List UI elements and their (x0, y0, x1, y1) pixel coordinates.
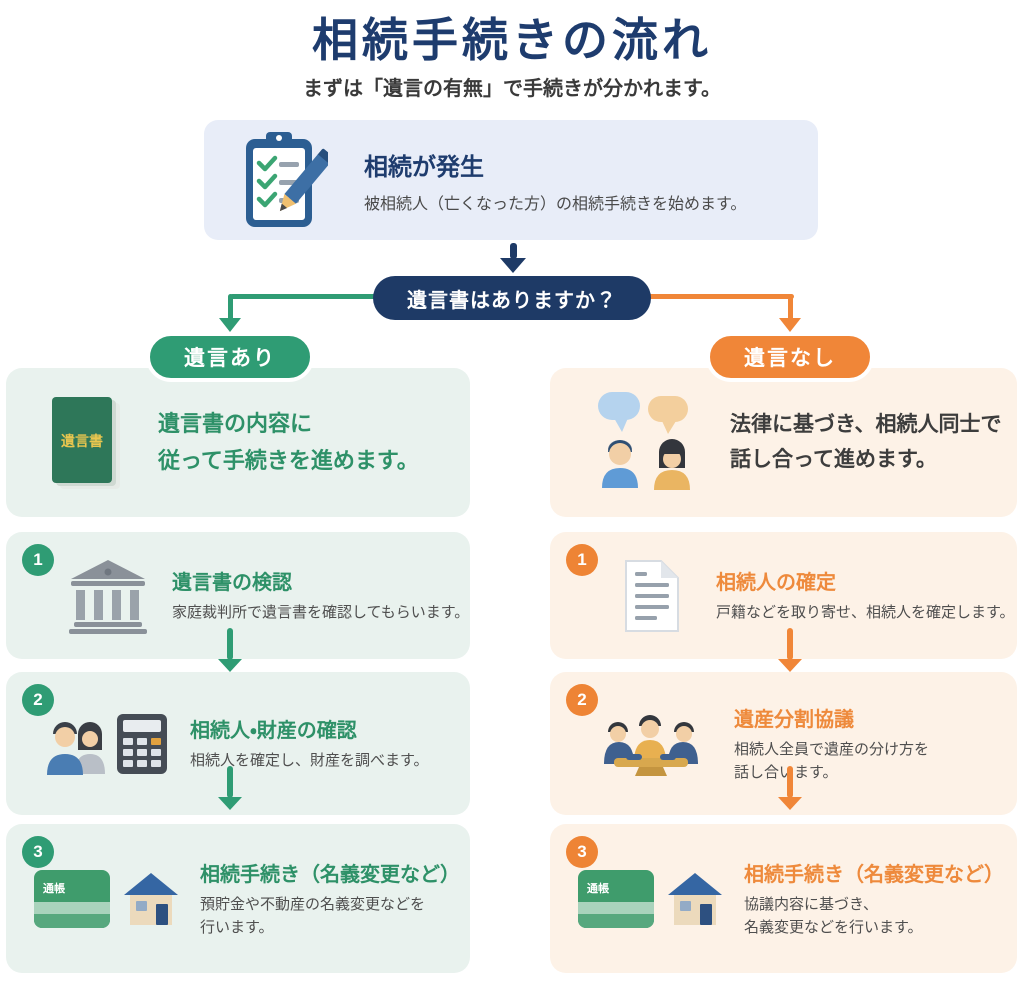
arrow-head (778, 659, 802, 672)
step-title: 相続手続き（名義変更など） (200, 863, 460, 886)
will-book-icon: 遺言書 (52, 396, 120, 489)
courthouse-icon (69, 559, 147, 634)
step-number-badge: 3 (566, 836, 598, 868)
yes-step-1-card: 1 遺言書の検認 家庭裁判所で遺言書を確認してもらいます。 (6, 532, 470, 659)
house-icon (124, 872, 178, 925)
no-connector-vertical (788, 294, 793, 322)
start-description: 被相続人（亡くなった方）の相続手続きを始めます。 (364, 195, 747, 213)
step-description: 預貯金や不動産の名義変更などを 行います。 (200, 895, 426, 936)
no-step-3-card: 3 通帳 相続手続き（名義変更など） 協議内容に基づき、 名義変更などを行います… (550, 824, 1017, 973)
passbook-label: 通帳 (587, 881, 610, 895)
step-description: 家庭裁判所で遺言書を確認してもらいます。 (172, 604, 470, 622)
yes-intro-text: 遺言書の内容に 従って手続きを進めます。 (158, 411, 419, 473)
house-icon (668, 872, 722, 925)
no-step-2-card: 2 遺産分割協議 相続人全員で遺産の分け方を 話し合います。 (550, 672, 1017, 815)
step-number-badge: 3 (22, 836, 54, 868)
branch-label-yes: 遺言あり (146, 332, 314, 382)
yes-connector-horizontal (230, 294, 376, 299)
yes-step-2-card: 2 相続人・財産の確認 (6, 672, 470, 815)
step-title: 遺言書の検認 (172, 572, 292, 595)
passbook-icon: 通帳 (578, 869, 654, 928)
branch-label-no: 遺言なし (706, 332, 874, 382)
step-title: 相続人の確定 (716, 572, 836, 595)
no-step-1-card: 1 相続人の確定 戸籍などを取り寄せ、相続人を確定します。 (550, 532, 1017, 659)
book-cover-label: 遺言書 (61, 433, 103, 449)
yes-connector-vertical (228, 294, 233, 322)
start-card-text: 相続が発生 被相続人（亡くなった方）の相続手続きを始めます。 (364, 147, 746, 214)
passbook-icon: 通帳 (34, 869, 110, 928)
step-number-badge: 2 (22, 684, 54, 716)
step-number-badge: 1 (22, 544, 54, 576)
yes-step-3-card: 3 通帳 相続手続き（名義変更など） 預貯金や不動産の名義変更などを 行います。 (6, 824, 470, 973)
start-title: 相続が発生 (364, 153, 484, 181)
step-description: 相続人を確定し、財産を調べます。 (190, 752, 429, 770)
start-card: 相続が発生 被相続人（亡くなった方）の相続手続きを始めます。 (204, 120, 818, 240)
page-title: 相続手続きの流れ (312, 14, 712, 66)
arrow-stem (509, 243, 517, 259)
arrow-stem (227, 766, 233, 798)
yes-step2-to-step3-arrow-icon (218, 766, 242, 810)
yes-connector-arrowhead-icon (219, 318, 241, 332)
yes-step1-to-step2-arrow-icon (218, 628, 242, 672)
meeting-icon (604, 714, 698, 776)
no-step1-to-step2-arrow-icon (778, 628, 802, 672)
arrow-stem (787, 766, 793, 798)
arrow-stem (227, 628, 233, 660)
no-connector-horizontal (648, 294, 794, 299)
step-description: 戸籍などを取り寄せ、相続人を確定します。 (716, 604, 1015, 622)
step-title: 相続人・財産の確認 (190, 720, 357, 743)
people-calculator-icon (47, 713, 167, 775)
step-number-badge: 1 (566, 544, 598, 576)
chat-people-icon (598, 391, 690, 490)
step-title: 遺産分割協議 (734, 708, 854, 731)
passbook-label: 通帳 (43, 881, 66, 895)
yes-intro-card: 遺言書 遺言書の内容に 従って手続きを進めます。 (6, 368, 470, 517)
arrow-head (218, 659, 242, 672)
decision-node: 遺言書はありますか？ (373, 276, 651, 320)
clipboard-checklist-icon (246, 132, 328, 227)
arrow-head (218, 797, 242, 810)
step-number-badge: 2 (566, 684, 598, 716)
page-subtitle: まずは「遺言の有無」で手続きが分かれます。 (303, 78, 721, 100)
no-connector-arrowhead-icon (779, 318, 801, 332)
no-intro-text: 法律に基づき、相続人同士で 話し合って進めます。 (730, 412, 1002, 471)
no-step2-to-step3-arrow-icon (778, 766, 802, 810)
document-icon (625, 559, 679, 632)
arrow-head (500, 258, 526, 273)
arrow-stem (787, 628, 793, 660)
start-to-decision-arrow-icon (500, 243, 526, 273)
step-description: 協議内容に基づき、 名義変更などを行います。 (744, 895, 923, 936)
arrow-head (778, 797, 802, 810)
step-title: 相続手続き（名義変更など） (744, 863, 1004, 886)
step-description: 相続人全員で遺産の分け方を 話し合います。 (734, 740, 930, 781)
no-intro-card: 法律に基づき、相続人同士で 話し合って進めます。 (550, 368, 1017, 517)
